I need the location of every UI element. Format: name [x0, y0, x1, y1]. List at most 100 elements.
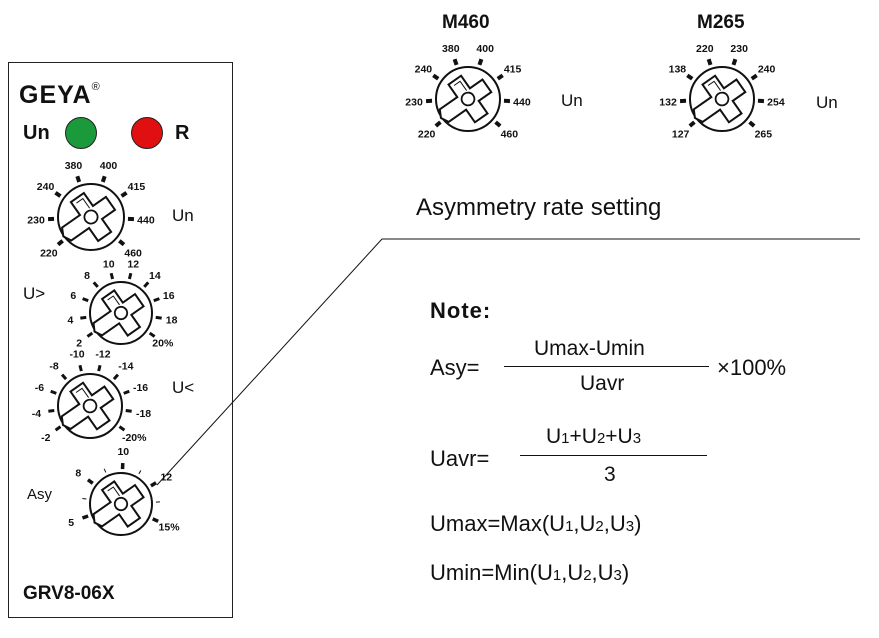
scale-tick [82, 297, 89, 303]
scale-label: 230 [405, 97, 423, 109]
scale-tick [153, 297, 160, 303]
umin-formula: Umin=Min(U1,U2,U3) [430, 560, 629, 586]
umax-part-b: ,U [573, 511, 596, 536]
scale-label: 8 [75, 468, 81, 480]
scale-label: 5 [68, 517, 74, 529]
scale-tick [50, 389, 57, 395]
uavr-formula-lhs: Uavr= [430, 446, 490, 471]
umin-sub3: 3 [613, 567, 622, 584]
scale-label: 230 [730, 43, 748, 55]
registered-mark: ® [91, 81, 101, 93]
knob-pointer [61, 191, 117, 243]
scale-label: 240 [37, 181, 55, 193]
scale-label: 460 [501, 129, 519, 141]
uavr-u2: +U [569, 425, 597, 448]
callout-text: Asymmetry rate setting [416, 194, 661, 221]
scale-label: 440 [137, 215, 155, 227]
scale-tick [127, 272, 133, 280]
scale-label: -4 [32, 408, 41, 420]
scale-tick [151, 517, 159, 523]
scale-tick [118, 239, 126, 247]
scale-tick [750, 73, 758, 81]
scale-label: 12 [160, 472, 172, 484]
uavr-fraction-bar [520, 455, 707, 456]
scale-label: 220 [40, 247, 58, 259]
scale-tick [56, 239, 64, 247]
scale-tick [109, 272, 115, 280]
scale-tick [118, 425, 126, 432]
brand-name: GEYA [19, 81, 92, 109]
scale-tick [686, 73, 694, 81]
scale-tick [60, 373, 68, 381]
scale-tick [123, 389, 130, 395]
scale-label: 132 [659, 97, 677, 109]
asy-numerator: Umax-Umin [534, 337, 645, 360]
asy-formula-lhs: Asy= [430, 355, 480, 380]
scale-tick [150, 481, 157, 488]
scale-tick [125, 409, 132, 413]
umin-part-c: ,U [591, 560, 614, 585]
scale-label: -10 [69, 349, 84, 361]
scale-label: 265 [755, 129, 773, 141]
scale-tick [92, 281, 99, 288]
scale-label: 2 [76, 337, 82, 349]
asy-factor: ×100% [717, 355, 787, 380]
scale-label: 415 [504, 64, 522, 76]
scale-label: 240 [415, 64, 433, 76]
scale-tick [494, 120, 502, 128]
scale-label: 400 [100, 160, 118, 172]
scale-tick [452, 58, 459, 66]
undervoltage-knob[interactable]: -2-4-6-8-10-12-14-16-18-20%U< [32, 349, 195, 444]
r-indicator-led [131, 117, 163, 149]
scale-label: 10 [117, 446, 129, 458]
scale-label: 220 [418, 129, 436, 141]
overvoltage-knob-label: U> [23, 284, 45, 303]
scale-label: 440 [513, 97, 531, 109]
umax-part-c: ,U [603, 511, 626, 536]
scale-label: 230 [27, 215, 45, 227]
umin-sub1: 1 [552, 567, 562, 584]
scale-tick [54, 425, 62, 432]
variant-title-m265: M265 [697, 12, 745, 33]
note-title: Note: [430, 298, 492, 323]
umax-formula: Umax=Max(U1,U2,U3) [430, 511, 641, 537]
scale-label: 8 [84, 270, 90, 282]
variant-m265-knob-label: Un [816, 93, 838, 112]
scale-tick [432, 73, 440, 81]
scale-label: 254 [767, 97, 785, 109]
umax-sub2: 2 [595, 518, 604, 535]
umax-part-d: ) [634, 511, 642, 536]
callout-leader-line [156, 238, 383, 486]
scale-minor-tick [82, 497, 87, 500]
scale-label: 400 [476, 43, 494, 55]
scale-label: -12 [95, 349, 110, 361]
scale-tick [155, 315, 162, 320]
scale-label: -18 [136, 408, 151, 420]
uavr-denominator: 3 [604, 463, 616, 486]
knob-pointer [92, 480, 145, 528]
scale-label: 380 [442, 43, 460, 55]
scale-label: 15% [159, 521, 181, 533]
knob-pointer [438, 74, 493, 124]
scale-tick [496, 73, 504, 81]
model-number: GRV8-06X [23, 583, 115, 604]
scale-tick [78, 364, 83, 372]
scale-label: -2 [41, 432, 50, 444]
scale-label: 20% [152, 337, 174, 349]
umin-part-a: Umin=Min(U [430, 560, 553, 585]
scale-label: 240 [758, 64, 776, 76]
umax-sub3: 3 [625, 518, 635, 535]
scale-label: 460 [124, 247, 142, 259]
scale-tick [148, 331, 156, 338]
scale-tick [97, 364, 102, 372]
umin-part-b: ,U [561, 560, 584, 585]
brand-logo: GEYA® [19, 81, 101, 110]
knob-pointer [692, 74, 747, 124]
scale-tick [86, 478, 94, 485]
